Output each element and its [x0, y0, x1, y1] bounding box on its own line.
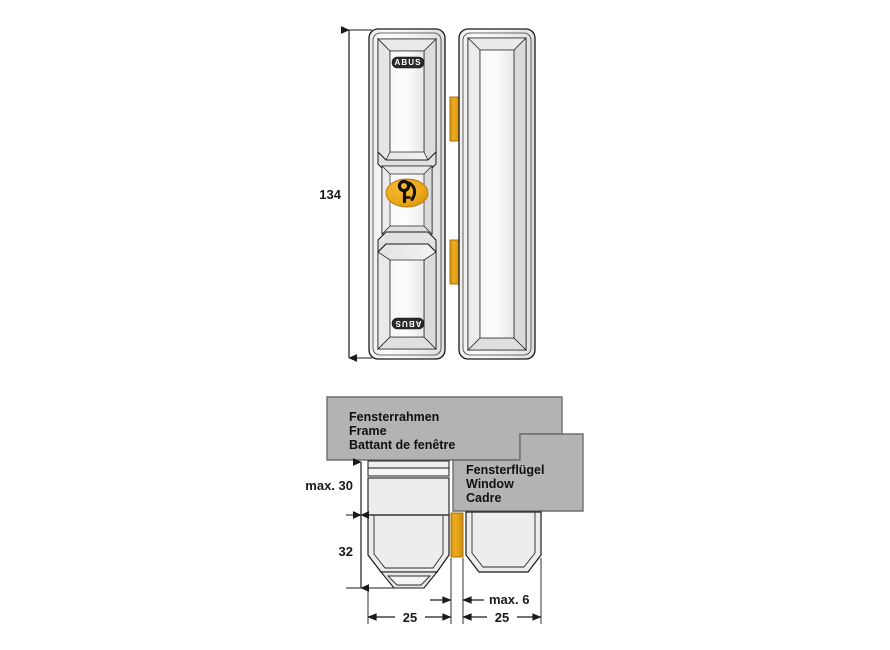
dimension-32-label: 32 — [339, 544, 353, 559]
section-cap-strip-2 — [367, 467, 450, 477]
sash-panel: Fensterflügel Window Cadre — [452, 433, 584, 512]
lock-body: ABUS — [368, 28, 446, 360]
dimension-134: 134 — [319, 30, 372, 358]
dimension-max-6-label: max. 6 — [489, 592, 529, 607]
dimension-max-6: max. 6 — [430, 592, 529, 607]
section-strike-block — [465, 511, 542, 573]
section-cap-strip-1 — [367, 460, 450, 469]
section-strike-inner-outline — [471, 512, 536, 568]
dimension-25-left-label-bg — [395, 609, 425, 625]
strike-plate-left-bevel — [467, 37, 481, 351]
section-connector — [450, 512, 464, 558]
sash-panel-line-2: Window — [466, 477, 514, 491]
dimension-width-right-25: 25 — [462, 558, 542, 625]
dimension-32: 32 — [339, 515, 394, 588]
frame-panel-line-2: Frame — [349, 424, 387, 438]
strike-plate-face — [479, 49, 515, 339]
dimension-134-label: 134 — [319, 187, 341, 202]
strike-plate — [458, 28, 536, 360]
frame-panel-line-3: Battant de fenêtre — [349, 438, 455, 452]
dimension-width-left-25-label: 25 — [403, 610, 417, 625]
sash-panel-line-1: Fensterflügel — [466, 463, 545, 477]
key-cylinder[interactable] — [385, 178, 429, 208]
frame-panel-line-1: Fensterrahmen — [349, 410, 439, 424]
section-strike-body — [465, 511, 542, 573]
lower-segment-right-bevel — [423, 251, 437, 350]
dimension-max-30: max. 30 — [305, 462, 361, 515]
abus-logo-top-text: ABUS — [394, 58, 421, 67]
key-icon — [397, 179, 417, 204]
sash-panel-shape — [452, 433, 584, 512]
lock-body-shell-inner — [372, 32, 442, 356]
abus-logo-bottom-text: ABUS — [394, 319, 421, 328]
abus-logo-bottom-badge — [391, 317, 425, 330]
upper-segment-left-bevel — [377, 38, 391, 161]
abus-logo-top-badge — [391, 56, 425, 69]
lock-body-cylinder-segment — [381, 165, 433, 235]
upper-segment-face — [389, 50, 425, 153]
abus-logo-bottom: ABUS — [391, 317, 425, 330]
lower-segment-left-bevel — [377, 251, 391, 350]
dimension-25-right-label-bg — [487, 609, 517, 625]
section-lock-body — [367, 460, 450, 589]
dimension-max-30-label: max. 30 — [305, 478, 353, 493]
upper-segment-right-bevel — [423, 38, 437, 161]
cylinder-housing-right-bevel — [423, 165, 433, 235]
lock-body-lower-segment: ABUS — [377, 243, 437, 350]
dimension-width-left-25: 25 — [367, 558, 452, 625]
abus-logo-top: ABUS — [391, 56, 425, 69]
section-foot-inner — [386, 575, 432, 586]
sash-panel-line-3: Cadre — [466, 491, 501, 505]
dimension-width-right-25-label: 25 — [495, 610, 509, 625]
cylinder-housing-top-bevel — [381, 165, 433, 175]
key-cylinder-oval[interactable] — [385, 178, 429, 208]
section-upper-block — [367, 477, 450, 516]
strike-plate-shell-inner — [462, 32, 532, 356]
frame-panel: Fensterrahmen Frame Battant de fenêtre — [326, 396, 563, 461]
cylinder-housing-left-bevel — [381, 165, 391, 235]
strike-plate-right-bevel — [513, 37, 527, 351]
section-lower-block — [367, 514, 450, 573]
bottom-view-group: Fensterrahmen Frame Battant de fenêtre F… — [305, 396, 584, 625]
top-view-group: 134 ABUS — [319, 28, 536, 360]
lock-body-upper-segment: ABUS — [377, 38, 437, 161]
section-lower-inner-outline — [373, 515, 444, 569]
